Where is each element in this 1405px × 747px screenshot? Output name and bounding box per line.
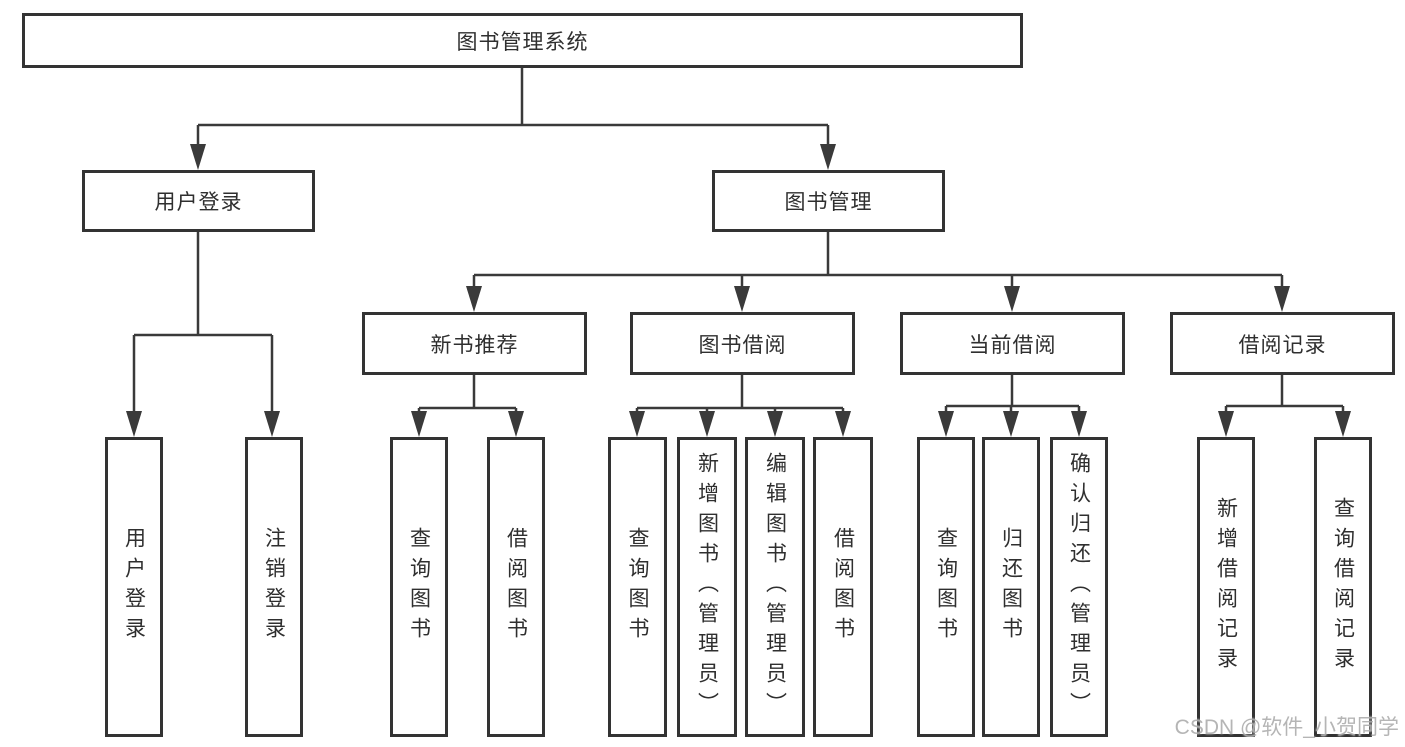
connector-new-book-to-leaves [417, 375, 518, 413]
arrowheads [126, 144, 1351, 437]
leaf-label: 借阅图书 [504, 527, 528, 647]
node-book-borrow: 图书借阅 [630, 312, 855, 375]
leaf-newbook-query-books: 查询图书 [390, 437, 448, 737]
leaf-label: 查询借阅记录 [1331, 497, 1355, 677]
arrowhead [820, 144, 836, 170]
arrowhead [1274, 286, 1290, 312]
node-new-book-recommend: 新书推荐 [362, 312, 587, 375]
connector-book-mgmt-to-level3 [472, 232, 1284, 288]
arrowhead [835, 411, 851, 437]
leaf-label: 查询图书 [626, 527, 649, 647]
node-borrow-records: 借阅记录 [1170, 312, 1395, 375]
csdn-watermark: CSDN @软件_小贺同学 [1174, 716, 1399, 739]
leaf-label: 编辑图书（管理员） [763, 452, 787, 722]
arrowhead [938, 411, 954, 437]
leaf-label: 用户登录 [122, 527, 146, 647]
arrowhead [734, 286, 750, 312]
arrowhead [190, 144, 206, 170]
leaf-label: 确认归还（管理员） [1067, 452, 1091, 722]
leaf-borrow-query-books: 查询图书 [608, 437, 667, 737]
leaf-label: 借阅图书 [831, 527, 855, 647]
arrowhead [629, 411, 645, 437]
arrowhead [1218, 411, 1234, 437]
leaf-label: 查询图书 [407, 527, 431, 647]
arrowhead [1004, 286, 1020, 312]
node-book-management: 图书管理 [712, 170, 945, 232]
arrowhead [466, 286, 482, 312]
leaf-borrow-borrow-books: 借阅图书 [813, 437, 873, 737]
arrowhead [264, 411, 280, 437]
arrowhead [508, 411, 524, 437]
arrowhead [1071, 411, 1087, 437]
connector-book-borrow-to-leaves [635, 375, 845, 413]
leaf-current-query-books: 查询图书 [917, 437, 975, 737]
connector-user-login-to-leaves [132, 232, 274, 413]
leaf-records-add-record: 新增借阅记录 [1197, 437, 1255, 737]
arrowhead [767, 411, 783, 437]
connector-borrow-records-to-leaves [1224, 375, 1345, 413]
leaf-current-return-books: 归还图书 [982, 437, 1040, 737]
arrowhead [699, 411, 715, 437]
leaf-label: 归还图书 [999, 527, 1023, 647]
leaf-label: 新增图书（管理员） [695, 452, 719, 722]
arrowhead [1003, 411, 1019, 437]
leaf-current-confirm-return-admin: 确认归还（管理员） [1050, 437, 1108, 737]
arrowhead [1335, 411, 1351, 437]
leaf-label: 新增借阅记录 [1214, 497, 1238, 677]
leaf-label: 注销登录 [262, 527, 286, 647]
leaf-user-login: 用户登录 [105, 437, 163, 737]
connector-current-borrow-to-leaves [944, 375, 1081, 413]
leaf-records-query-record: 查询借阅记录 [1314, 437, 1372, 737]
node-user-login: 用户登录 [82, 170, 315, 232]
leaf-label: 查询图书 [934, 527, 958, 647]
arrowhead [411, 411, 427, 437]
leaf-borrow-add-books-admin: 新增图书（管理员） [677, 437, 737, 737]
connector-root-to-level2 [196, 68, 830, 146]
leaf-borrow-edit-books-admin: 编辑图书（管理员） [745, 437, 805, 737]
leaf-newbook-borrow-books: 借阅图书 [487, 437, 545, 737]
node-current-borrow: 当前借阅 [900, 312, 1125, 375]
leaf-logout: 注销登录 [245, 437, 303, 737]
node-root-library-system: 图书管理系统 [22, 13, 1023, 68]
arrowhead [126, 411, 142, 437]
